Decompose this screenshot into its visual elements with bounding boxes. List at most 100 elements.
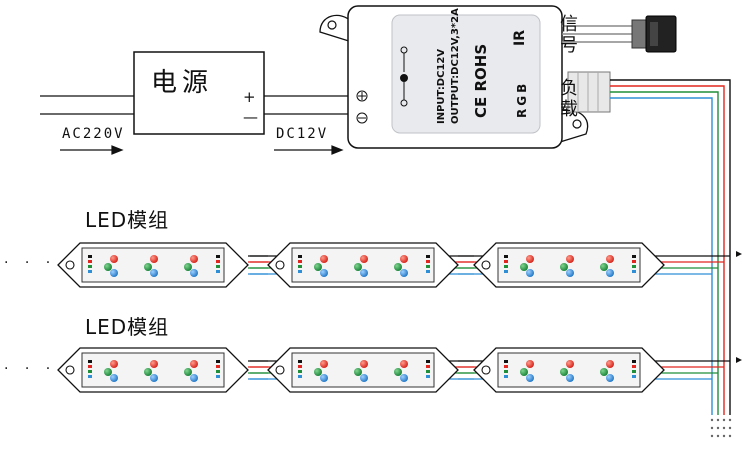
led-blue	[400, 269, 408, 277]
pad	[426, 270, 430, 273]
pad	[632, 265, 636, 268]
led-module	[57, 347, 249, 393]
pad	[216, 365, 220, 368]
led-green	[354, 263, 362, 271]
signal-label: 信号	[557, 14, 578, 56]
power-supply-box	[133, 51, 265, 135]
ac-input-label: AC220V	[62, 126, 125, 142]
led-green	[314, 263, 322, 271]
led-green	[600, 368, 608, 376]
led-green	[144, 368, 152, 376]
ac-input-wires	[40, 95, 134, 115]
output-connector	[567, 71, 611, 113]
controller-rgb-text: RGB	[515, 81, 529, 118]
led-row-2-continuation: · · ·	[4, 361, 57, 377]
pad	[216, 360, 220, 363]
pad	[88, 270, 92, 273]
pad	[632, 270, 636, 273]
pad	[88, 265, 92, 268]
pad	[504, 360, 508, 363]
led-module-board	[291, 247, 435, 283]
led-green	[184, 368, 192, 376]
trunk-wires	[610, 79, 731, 415]
led-blue	[566, 374, 574, 382]
led-blue	[606, 269, 614, 277]
pad	[632, 255, 636, 258]
controller-mount-top	[319, 14, 353, 43]
controller	[319, 5, 589, 149]
power-supply-title: 电源	[151, 68, 214, 98]
dc-output-label: DC12V	[276, 126, 329, 142]
led-blue	[150, 374, 158, 382]
pad	[504, 260, 508, 263]
pad	[632, 365, 636, 368]
led-red	[606, 360, 614, 368]
led-module-board	[291, 352, 435, 388]
power-supply-plus: +	[243, 88, 256, 106]
led-red	[320, 360, 328, 368]
pad	[88, 260, 92, 263]
led-red	[320, 255, 328, 263]
mount-hole	[481, 365, 491, 375]
pad	[504, 255, 508, 258]
mount-hole	[65, 260, 75, 270]
led-red	[190, 255, 198, 263]
led-green	[104, 368, 112, 376]
led-module	[57, 242, 249, 288]
led-blue	[150, 269, 158, 277]
led-blue	[110, 269, 118, 277]
led-module	[473, 242, 665, 288]
led-red	[110, 360, 118, 368]
pad	[632, 360, 636, 363]
pad	[426, 265, 430, 268]
mount-hole	[65, 365, 75, 375]
controller-input-text: INPUT:DC12V	[436, 49, 447, 124]
controller-label-panel	[391, 14, 541, 134]
pad	[88, 375, 92, 378]
led-red	[150, 360, 158, 368]
pad	[426, 365, 430, 368]
led-blue	[360, 269, 368, 277]
load-label: 负载	[557, 78, 578, 120]
pad	[298, 370, 302, 373]
pad	[426, 255, 430, 258]
pad	[426, 370, 430, 373]
led-module	[267, 347, 459, 393]
mount-hole	[275, 365, 285, 375]
led-row-1-continuation: · · ·	[4, 255, 57, 271]
pad	[426, 260, 430, 263]
led-red	[190, 360, 198, 368]
pad	[298, 265, 302, 268]
pad	[632, 375, 636, 378]
junction-arrows	[736, 251, 742, 363]
polarity-symbol	[400, 46, 408, 107]
mount-hole	[481, 260, 491, 270]
pad	[504, 365, 508, 368]
trunk-end-dots	[710, 418, 732, 438]
led-red	[606, 255, 614, 263]
controller-cert-text: CE ROHS	[472, 44, 490, 118]
pad	[504, 265, 508, 268]
led-red	[360, 360, 368, 368]
led-module-board	[497, 247, 641, 283]
pad	[504, 270, 508, 273]
led-blue	[190, 269, 198, 277]
pad	[504, 375, 508, 378]
led-red	[400, 255, 408, 263]
led-red	[360, 255, 368, 263]
pad	[426, 375, 430, 378]
led-blue	[320, 374, 328, 382]
controller-ir-text: IR	[512, 30, 528, 46]
led-green	[104, 263, 112, 271]
led-green	[354, 368, 362, 376]
led-row-2-label: LED模组	[85, 315, 170, 339]
led-red	[566, 255, 574, 263]
led-blue	[110, 374, 118, 382]
led-blue	[606, 374, 614, 382]
pad	[88, 360, 92, 363]
controller-output-text: OUTPUT:DC12V,3*2A	[450, 8, 461, 124]
led-module-board	[81, 352, 225, 388]
pad	[88, 370, 92, 373]
